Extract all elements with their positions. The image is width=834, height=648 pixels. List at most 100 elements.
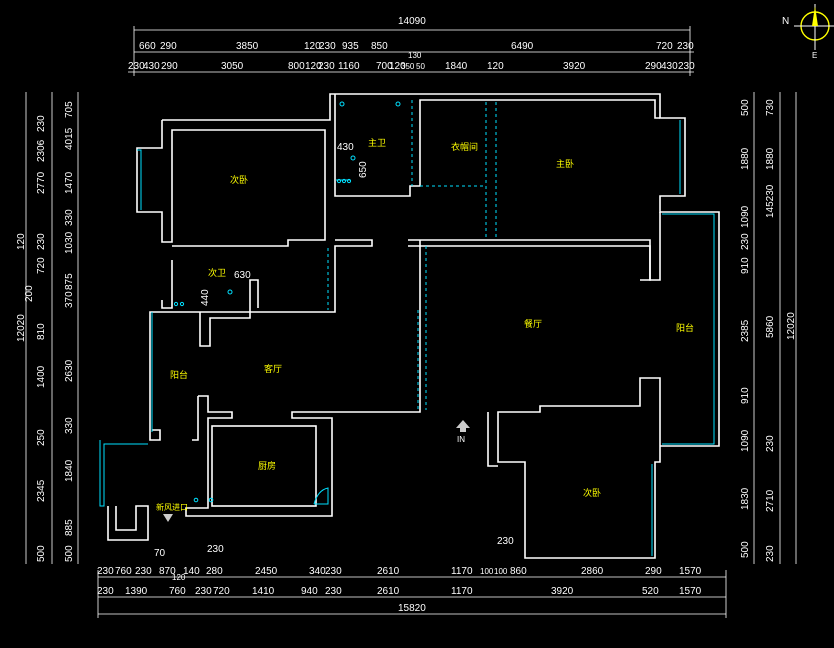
dim-label: 2710	[765, 489, 776, 512]
dim-label: 290	[645, 566, 662, 577]
dim-label: 1840	[445, 61, 468, 72]
room-label-master-bath: 主卫	[368, 137, 386, 149]
room-label-dining: 餐厅	[524, 318, 542, 330]
dim-label: 430	[337, 142, 354, 153]
room-label-balcony-right: 阳台	[676, 322, 694, 334]
dim-label: 230	[318, 61, 335, 72]
room-label-master-bedroom: 主卧	[556, 158, 574, 170]
dim-label: 500	[740, 541, 751, 558]
dim-label: 1830	[740, 487, 751, 510]
dim-label: 5860	[765, 315, 776, 338]
dim-label: 330	[64, 209, 75, 226]
inner-dimensions: 430 650 630 440	[200, 142, 369, 306]
dim-label: 1400	[36, 365, 47, 388]
dim-label: 3050	[221, 61, 244, 72]
dim-label: 230	[497, 536, 514, 547]
dim-label: 230	[36, 233, 47, 250]
dim-label: 430	[661, 61, 678, 72]
dim-label: 1160	[338, 61, 360, 72]
dim-label: 1570	[679, 566, 702, 577]
dim-label: 3920	[563, 61, 586, 72]
dim-label: 290	[160, 41, 177, 52]
dim-label: 120	[305, 61, 322, 72]
dim-label: 760	[169, 586, 186, 597]
dim-label: 120	[304, 41, 321, 52]
dim-label: 1840	[64, 459, 75, 482]
dim-label: 3920	[551, 586, 574, 597]
dim-label: 4015	[64, 127, 75, 150]
entry-label: IN	[457, 435, 465, 444]
dim-label: 940	[301, 586, 318, 597]
windows-and-dashes	[99, 100, 715, 556]
dim-label: 2630	[64, 359, 75, 382]
dim-label: 145230	[765, 184, 776, 218]
dim-label: 230	[207, 544, 224, 555]
dim-label: 630	[234, 270, 251, 281]
compass-n: N	[782, 16, 789, 27]
right-dimensions: 500 1880 1090 230 910 2385 910 1090 1830…	[740, 99, 797, 562]
dim-label: 230	[765, 545, 776, 562]
dim-label: 130	[408, 51, 422, 60]
dim-label: 230	[36, 115, 47, 132]
dim-label: 50	[416, 62, 425, 71]
dim-label: 1470	[64, 171, 75, 194]
dim-label: 120	[172, 573, 186, 582]
dim-label: 1170	[451, 566, 473, 577]
dim-label: 280	[206, 566, 223, 577]
dim-label: 885	[64, 519, 75, 536]
room-label-bedroom-2: 次卧	[230, 174, 248, 186]
dim-label: 140	[183, 566, 200, 577]
down-arrow-icon	[163, 514, 173, 522]
dim-label: 650	[358, 161, 369, 178]
dim-label: 2345	[36, 479, 47, 502]
dim-label: 120	[487, 61, 504, 72]
dim-label: 2610	[377, 586, 400, 597]
room-labels: 次卧 主卫 衣帽间 主卧 次卫 餐厅 阳台 客厅 阳台 厨房 次卧 新风进口	[156, 137, 694, 512]
dim-label: 1880	[740, 147, 751, 170]
dim-label: 850	[371, 41, 388, 52]
dim-label: 290	[645, 61, 662, 72]
top-dimensions: 14090 660 290 3850 120 230 935 850 6490 …	[128, 16, 695, 72]
dim-label: 230	[678, 61, 695, 72]
dim-label: 705	[64, 101, 75, 118]
compass-icon: N E	[782, 4, 834, 60]
dim-label: 660	[139, 41, 156, 52]
dim-label: 2385	[740, 319, 751, 342]
dim-label: 760	[115, 566, 132, 577]
dim-label: 12020	[16, 314, 27, 342]
dim-label: 230	[677, 41, 694, 52]
dim-label: 120	[16, 233, 27, 250]
dim-label: 290	[161, 61, 178, 72]
dim-label: 875	[64, 273, 75, 290]
dim-label: 250	[36, 429, 47, 446]
dim-label: 230	[325, 586, 342, 597]
dim-right-total: 12020	[786, 312, 797, 340]
dim-label: 1410	[252, 586, 275, 597]
dim-label: 860	[510, 566, 527, 577]
room-label-bathroom-2: 次卫	[208, 267, 226, 279]
dim-label: 1570	[679, 586, 702, 597]
dim-label: 200	[24, 285, 35, 302]
dim-label: 720	[36, 257, 47, 274]
dim-label: 1170	[451, 586, 473, 597]
dim-label: 730	[765, 99, 776, 116]
dim-label: 910	[740, 387, 751, 404]
room-label-closet: 衣帽间	[451, 141, 478, 153]
dim-label: 2770	[36, 171, 47, 194]
dim-label: 230	[97, 586, 114, 597]
dim-bottom-total: 15820	[398, 603, 426, 614]
dim-label: 120	[389, 61, 406, 72]
dim-label: 2610	[377, 566, 400, 577]
dim-label: 230	[97, 566, 114, 577]
dim-label: 870	[159, 566, 176, 577]
fixtures	[173, 101, 401, 505]
dim-label: 700	[376, 61, 393, 72]
dimension-lines	[25, 26, 797, 618]
dim-label: 2860	[581, 566, 604, 577]
room-label-fresh-air-inlet: 新风进口	[156, 502, 188, 512]
room-label-living: 客厅	[264, 363, 282, 375]
room-label-balcony-left: 阳台	[170, 369, 188, 381]
dim-label: 2306	[36, 139, 47, 162]
dim-label: 2450	[255, 566, 278, 577]
